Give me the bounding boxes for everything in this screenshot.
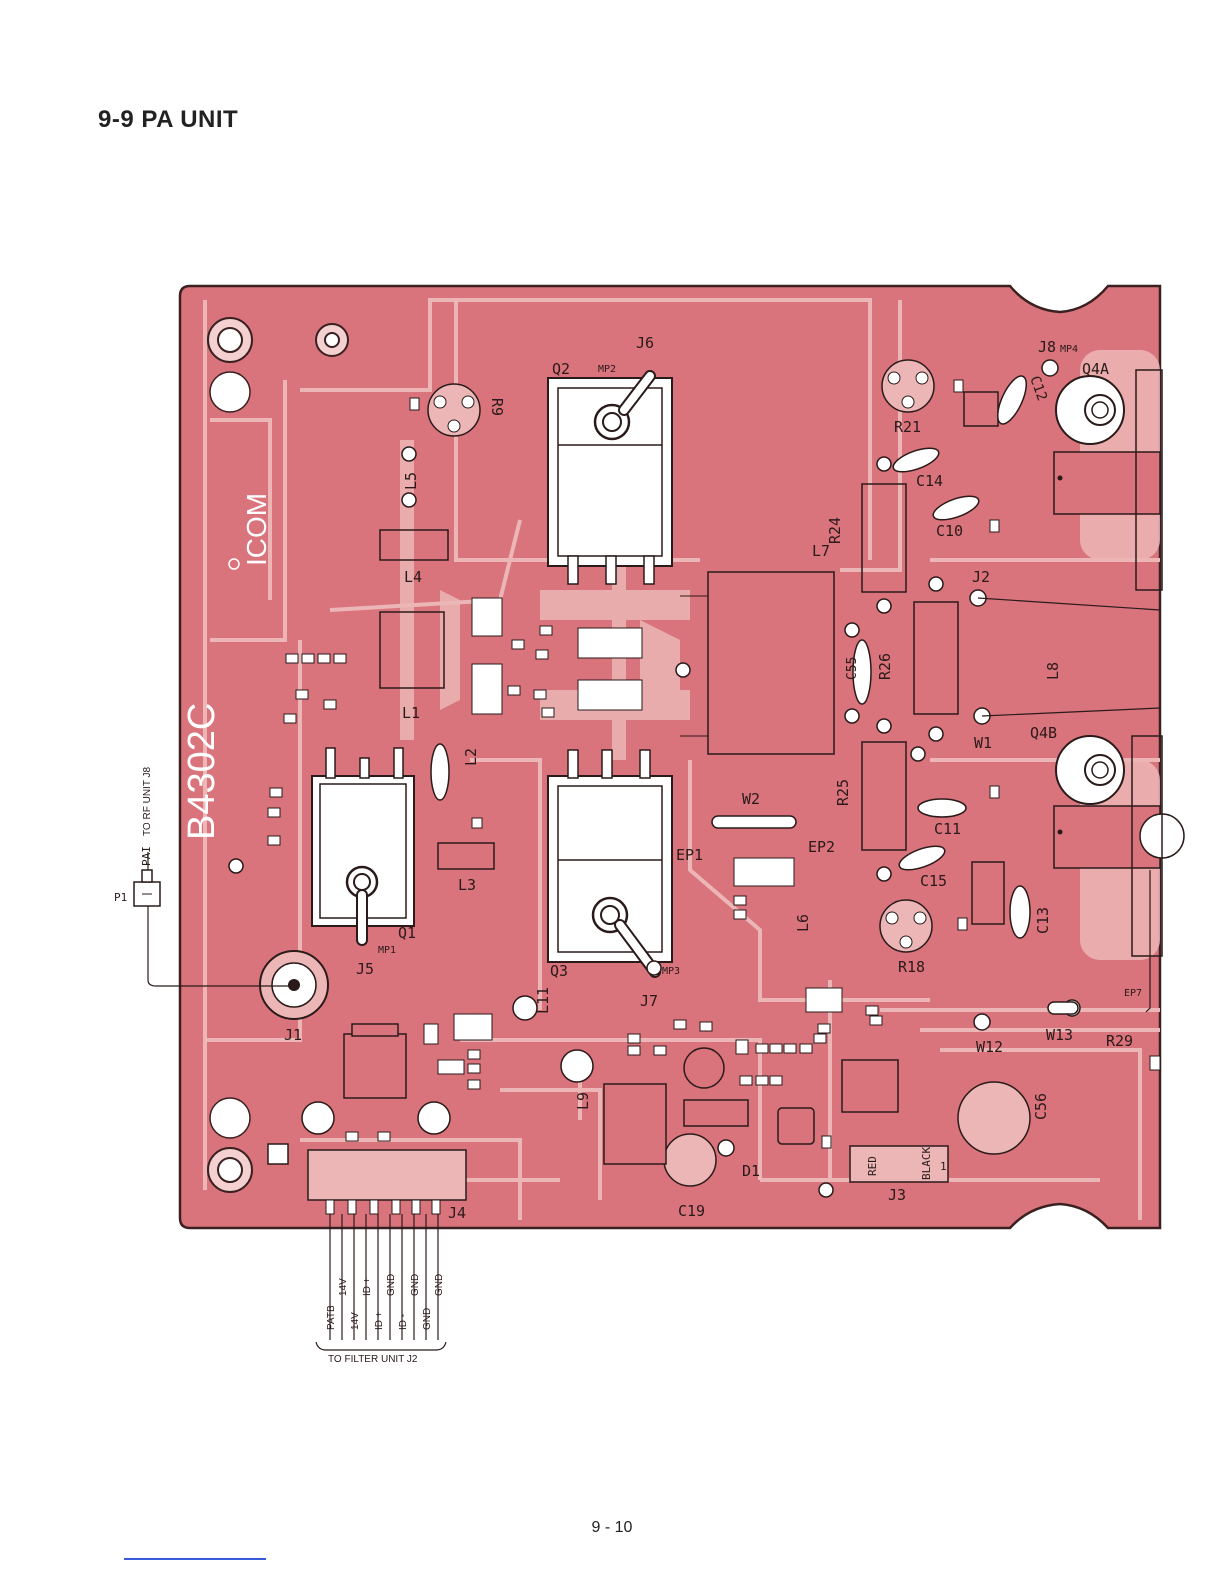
label-j3: J3 bbox=[888, 1186, 906, 1204]
label-j6: J6 bbox=[636, 334, 654, 352]
label-j1: J1 bbox=[284, 1026, 302, 1044]
transistor-q2 bbox=[547, 370, 673, 585]
label-ep1: EP1 bbox=[676, 846, 703, 864]
label-j3-pin1: 1 bbox=[940, 1160, 947, 1173]
smd-components bbox=[267, 379, 1161, 1149]
label-r21: R21 bbox=[894, 418, 921, 436]
label-q3: Q3 bbox=[550, 962, 568, 980]
label-r25: R25 bbox=[834, 779, 852, 806]
pin-14v-b: 14V bbox=[350, 1312, 361, 1330]
pcb-board bbox=[178, 284, 1162, 1230]
pin-gnd-d: GND bbox=[434, 1274, 445, 1296]
connector-p1 bbox=[133, 869, 161, 907]
logo-dot-icon bbox=[228, 558, 240, 570]
label-l8: L8 bbox=[1044, 662, 1062, 680]
trimmer-r9 bbox=[427, 383, 481, 437]
label-c56: C56 bbox=[1032, 1093, 1050, 1120]
connector-j4 bbox=[267, 1143, 467, 1215]
label-c13: C13 bbox=[1034, 907, 1052, 934]
label-c55: C55 bbox=[845, 657, 860, 680]
pin-id-minus: ID - bbox=[398, 1314, 409, 1330]
label-l5: L5 bbox=[402, 472, 420, 490]
page-number: 9 - 10 bbox=[591, 1519, 633, 1536]
pin-gnd-a: GND bbox=[386, 1274, 397, 1296]
power-resistors bbox=[379, 391, 1005, 925]
label-w13: W13 bbox=[1046, 1026, 1073, 1044]
trimmer-r18 bbox=[879, 899, 933, 953]
label-w1: W1 bbox=[974, 734, 992, 752]
transformer-l7 bbox=[675, 571, 860, 755]
label-r18: R18 bbox=[898, 958, 925, 976]
label-to-rf-unit: TO RF UNIT J8 bbox=[142, 766, 153, 836]
label-d1: D1 bbox=[742, 1162, 760, 1180]
trimmer-r21 bbox=[881, 359, 935, 413]
label-c19: C19 bbox=[678, 1202, 705, 1220]
label-c10: C10 bbox=[936, 522, 963, 540]
label-r26: R26 bbox=[876, 653, 894, 680]
footer-rule bbox=[124, 1558, 266, 1560]
label-r24: R24 bbox=[826, 517, 844, 544]
label-l1: L1 bbox=[402, 704, 420, 722]
label-q2: Q2 bbox=[552, 360, 570, 378]
label-l3: L3 bbox=[458, 876, 476, 894]
board-part-number: B4302C bbox=[181, 703, 223, 840]
label-l11: L11 bbox=[534, 987, 552, 1014]
transistor-q3 bbox=[547, 749, 673, 978]
label-j5: J5 bbox=[356, 960, 374, 978]
label-q4b: Q4B bbox=[1030, 724, 1057, 742]
component-labels: J6 MP2 Q2 R9 L5 L4 L7 R24 J8 MP4 Q4A C12… bbox=[284, 334, 1142, 1222]
label-mp4: MP4 bbox=[1060, 344, 1078, 355]
section-title: 9-9 PA UNIT bbox=[98, 106, 239, 133]
label-mp3: MP3 bbox=[662, 966, 680, 977]
label-w2: W2 bbox=[742, 790, 760, 808]
transistor-q4a bbox=[1053, 369, 1163, 591]
pin-id-plus-a: ID + bbox=[362, 1277, 373, 1296]
integrated-circuits bbox=[343, 1023, 899, 1165]
capacitor-c56 bbox=[957, 1081, 1031, 1155]
label-j4: J4 bbox=[448, 1204, 466, 1222]
jumper-w2 bbox=[711, 815, 1079, 1015]
label-j2: J2 bbox=[972, 568, 990, 586]
label-to-filter-unit: TO FILTER UNIT J2 bbox=[328, 1354, 418, 1365]
label-mp2: MP2 bbox=[598, 364, 616, 375]
label-l7: L7 bbox=[812, 542, 830, 560]
label-mp1: MP1 bbox=[378, 945, 396, 956]
label-w12: W12 bbox=[976, 1038, 1003, 1056]
label-q1: Q1 bbox=[398, 924, 416, 942]
pin-gnd-c: GND bbox=[422, 1308, 433, 1330]
label-l9: L9 bbox=[574, 1092, 592, 1110]
label-ep7: EP7 bbox=[1124, 988, 1142, 999]
label-p1: P1 bbox=[114, 891, 127, 904]
label-red: RED bbox=[866, 1156, 879, 1176]
label-c11: C11 bbox=[934, 820, 961, 838]
transistor-q4b bbox=[1053, 735, 1185, 957]
external-labels: P1 PAI TO RF UNIT J8 TO FILTER UNIT J2 P… bbox=[114, 766, 445, 1365]
pin-patb: PATB bbox=[326, 1305, 337, 1330]
label-black: BLACK bbox=[920, 1147, 933, 1180]
label-j8: J8 bbox=[1038, 338, 1056, 356]
external-wiring bbox=[147, 597, 1161, 1351]
label-c15: C15 bbox=[920, 872, 947, 890]
mounting-holes bbox=[207, 317, 349, 1193]
connector-j3 bbox=[849, 1145, 949, 1183]
icom-logo: ICOM bbox=[241, 493, 272, 566]
label-l6: L6 bbox=[794, 914, 812, 932]
label-l4: L4 bbox=[404, 568, 422, 586]
label-j7: J7 bbox=[640, 992, 658, 1010]
transistor-q1 bbox=[311, 747, 415, 946]
label-r9: R9 bbox=[488, 398, 506, 416]
connector-j1 bbox=[259, 950, 329, 1020]
capacitor-c19 bbox=[663, 1133, 717, 1187]
label-r29: R29 bbox=[1106, 1032, 1133, 1050]
label-c14: C14 bbox=[916, 472, 943, 490]
pin-gnd-b: GND bbox=[410, 1274, 421, 1296]
label-q4a: Q4A bbox=[1082, 360, 1109, 378]
pin-id-plus-b: ID + bbox=[374, 1311, 385, 1330]
label-pa1: PAI bbox=[140, 846, 153, 866]
label-l2: L2 bbox=[462, 748, 480, 766]
capacitors bbox=[430, 375, 1031, 939]
pin-14v-a: 14V bbox=[338, 1278, 349, 1296]
label-ep2: EP2 bbox=[808, 838, 835, 856]
